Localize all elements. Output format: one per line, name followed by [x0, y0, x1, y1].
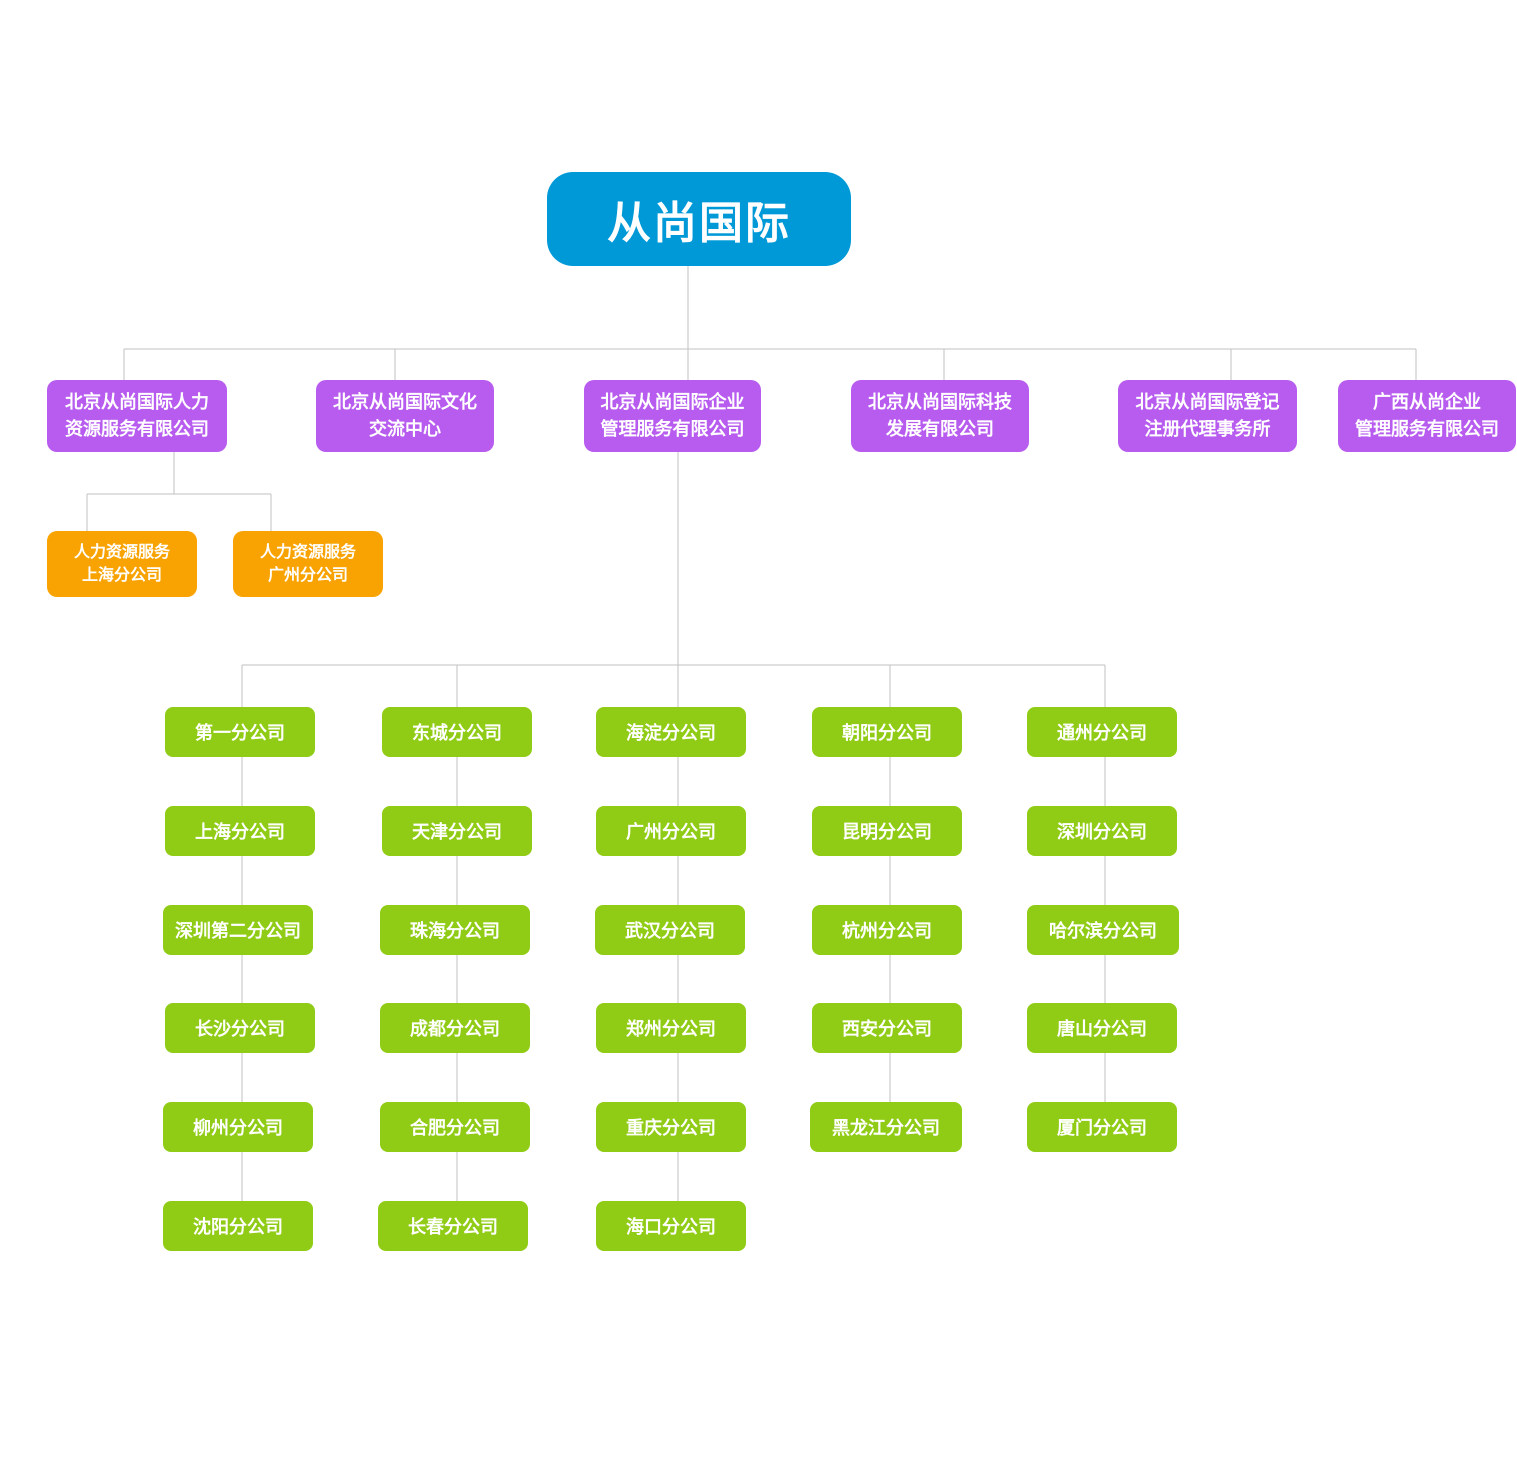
- branch-label: 昆明分公司: [842, 822, 932, 842]
- branch-label: 朝阳分公司: [842, 723, 932, 743]
- branch-node: 厦门分公司: [1027, 1102, 1177, 1152]
- branch-label: 深圳分公司: [1057, 822, 1147, 842]
- branch-node: 杭州分公司: [812, 905, 962, 955]
- branch-label: 长春分公司: [408, 1217, 498, 1237]
- branch-label: 广州分公司: [626, 822, 716, 842]
- branch-node: 沈阳分公司: [163, 1201, 313, 1251]
- branch-label: 上海分公司: [195, 822, 285, 842]
- branch-label: 天津分公司: [412, 822, 502, 842]
- subsidiary-label-line2: 注册代理事务所: [1144, 419, 1271, 439]
- branch-node: 朝阳分公司: [812, 707, 962, 757]
- branch-node: 通州分公司: [1027, 707, 1177, 757]
- hr-branch-label-line2: 上海分公司: [81, 567, 162, 584]
- branch-label: 海淀分公司: [626, 723, 716, 743]
- root-node-label: 从尚国际: [607, 199, 791, 248]
- branch-node: 昆明分公司: [812, 806, 962, 856]
- branch-node: 哈尔滨分公司: [1027, 905, 1179, 955]
- branch-node: 郑州分公司: [596, 1003, 746, 1053]
- branch-label: 成都分公司: [410, 1019, 500, 1039]
- branch-node: 成都分公司: [380, 1003, 530, 1053]
- hr-branch-node-guangzhou: 人力资源服务 广州分公司: [233, 531, 383, 597]
- hr-branch-label-line1: 人力资源服务: [259, 544, 356, 561]
- branch-node: 重庆分公司: [596, 1102, 746, 1152]
- branch-label: 长沙分公司: [195, 1019, 285, 1039]
- subsidiary-label-line2: 资源服务有限公司: [65, 419, 209, 439]
- branch-label: 西安分公司: [842, 1019, 932, 1039]
- branch-label: 沈阳分公司: [193, 1217, 283, 1237]
- subsidiary-label-line1: 北京从尚国际文化: [333, 392, 477, 412]
- subsidiary-node-culture-exchange: 北京从尚国际文化 交流中心: [316, 380, 494, 452]
- branch-node: 深圳分公司: [1027, 806, 1177, 856]
- branch-node: 西安分公司: [812, 1003, 962, 1053]
- subsidiary-label-line1: 北京从尚国际人力: [65, 392, 209, 412]
- branch-label: 海口分公司: [626, 1217, 716, 1237]
- branch-label: 第一分公司: [195, 723, 285, 743]
- subsidiary-label-line2: 管理服务有限公司: [1355, 419, 1499, 439]
- subsidiary-node-guangxi-management: 广西从尚企业 管理服务有限公司: [1338, 380, 1516, 452]
- branch-node: 上海分公司: [165, 806, 315, 856]
- branch-label: 柳州分公司: [193, 1118, 283, 1138]
- branch-label: 郑州分公司: [626, 1019, 716, 1039]
- branch-label: 珠海分公司: [410, 921, 500, 941]
- subsidiary-node-registration-agency: 北京从尚国际登记 注册代理事务所: [1118, 380, 1297, 452]
- branch-node: 海淀分公司: [596, 707, 746, 757]
- branch-node: 长春分公司: [378, 1201, 528, 1251]
- branch-label: 厦门分公司: [1057, 1118, 1147, 1138]
- branch-node: 海口分公司: [596, 1201, 746, 1251]
- branch-node: 深圳第二分公司: [163, 905, 313, 955]
- branch-label: 深圳第二分公司: [175, 921, 301, 941]
- branch-node: 东城分公司: [382, 707, 532, 757]
- subsidiary-label-line1: 广西从尚企业: [1373, 392, 1481, 412]
- branch-label: 哈尔滨分公司: [1049, 921, 1157, 941]
- hr-branch-label-line2: 广州分公司: [267, 567, 348, 584]
- branch-node: 长沙分公司: [165, 1003, 315, 1053]
- subsidiary-label-line1: 北京从尚国际登记: [1135, 392, 1280, 412]
- hr-branch-label-line1: 人力资源服务: [73, 544, 170, 561]
- branch-label: 东城分公司: [412, 723, 502, 743]
- branch-label: 通州分公司: [1057, 723, 1147, 743]
- subsidiary-label-line1: 北京从尚国际企业: [600, 392, 745, 412]
- branch-label: 武汉分公司: [625, 921, 715, 941]
- branch-node: 广州分公司: [596, 806, 746, 856]
- branch-node: 珠海分公司: [380, 905, 530, 955]
- subsidiary-node-tech-development: 北京从尚国际科技 发展有限公司: [851, 380, 1029, 452]
- subsidiary-label-line2: 管理服务有限公司: [600, 419, 745, 439]
- branch-node: 合肥分公司: [380, 1102, 530, 1152]
- subsidiary-label-line2: 发展有限公司: [886, 419, 994, 439]
- branch-node: 柳州分公司: [163, 1102, 313, 1152]
- subsidiary-node-enterprise-management: 北京从尚国际企业 管理服务有限公司: [584, 380, 761, 452]
- branch-label: 唐山分公司: [1057, 1019, 1147, 1039]
- branch-label: 重庆分公司: [626, 1118, 716, 1138]
- branch-node: 天津分公司: [382, 806, 532, 856]
- branch-node: 第一分公司: [165, 707, 315, 757]
- branch-node: 黑龙江分公司: [810, 1102, 962, 1152]
- branch-node: 武汉分公司: [595, 905, 745, 955]
- branch-label: 黑龙江分公司: [832, 1118, 940, 1138]
- subsidiary-label-line1: 北京从尚国际科技: [868, 392, 1012, 412]
- branch-label: 合肥分公司: [410, 1118, 500, 1138]
- branch-label: 杭州分公司: [842, 921, 932, 941]
- branch-node: 唐山分公司: [1027, 1003, 1177, 1053]
- subsidiary-label-line2: 交流中心: [369, 419, 441, 439]
- hr-branch-node-shanghai: 人力资源服务 上海分公司: [47, 531, 197, 597]
- subsidiary-node-hr-services: 北京从尚国际人力 资源服务有限公司: [47, 380, 227, 452]
- root-node: 从尚国际: [547, 172, 851, 266]
